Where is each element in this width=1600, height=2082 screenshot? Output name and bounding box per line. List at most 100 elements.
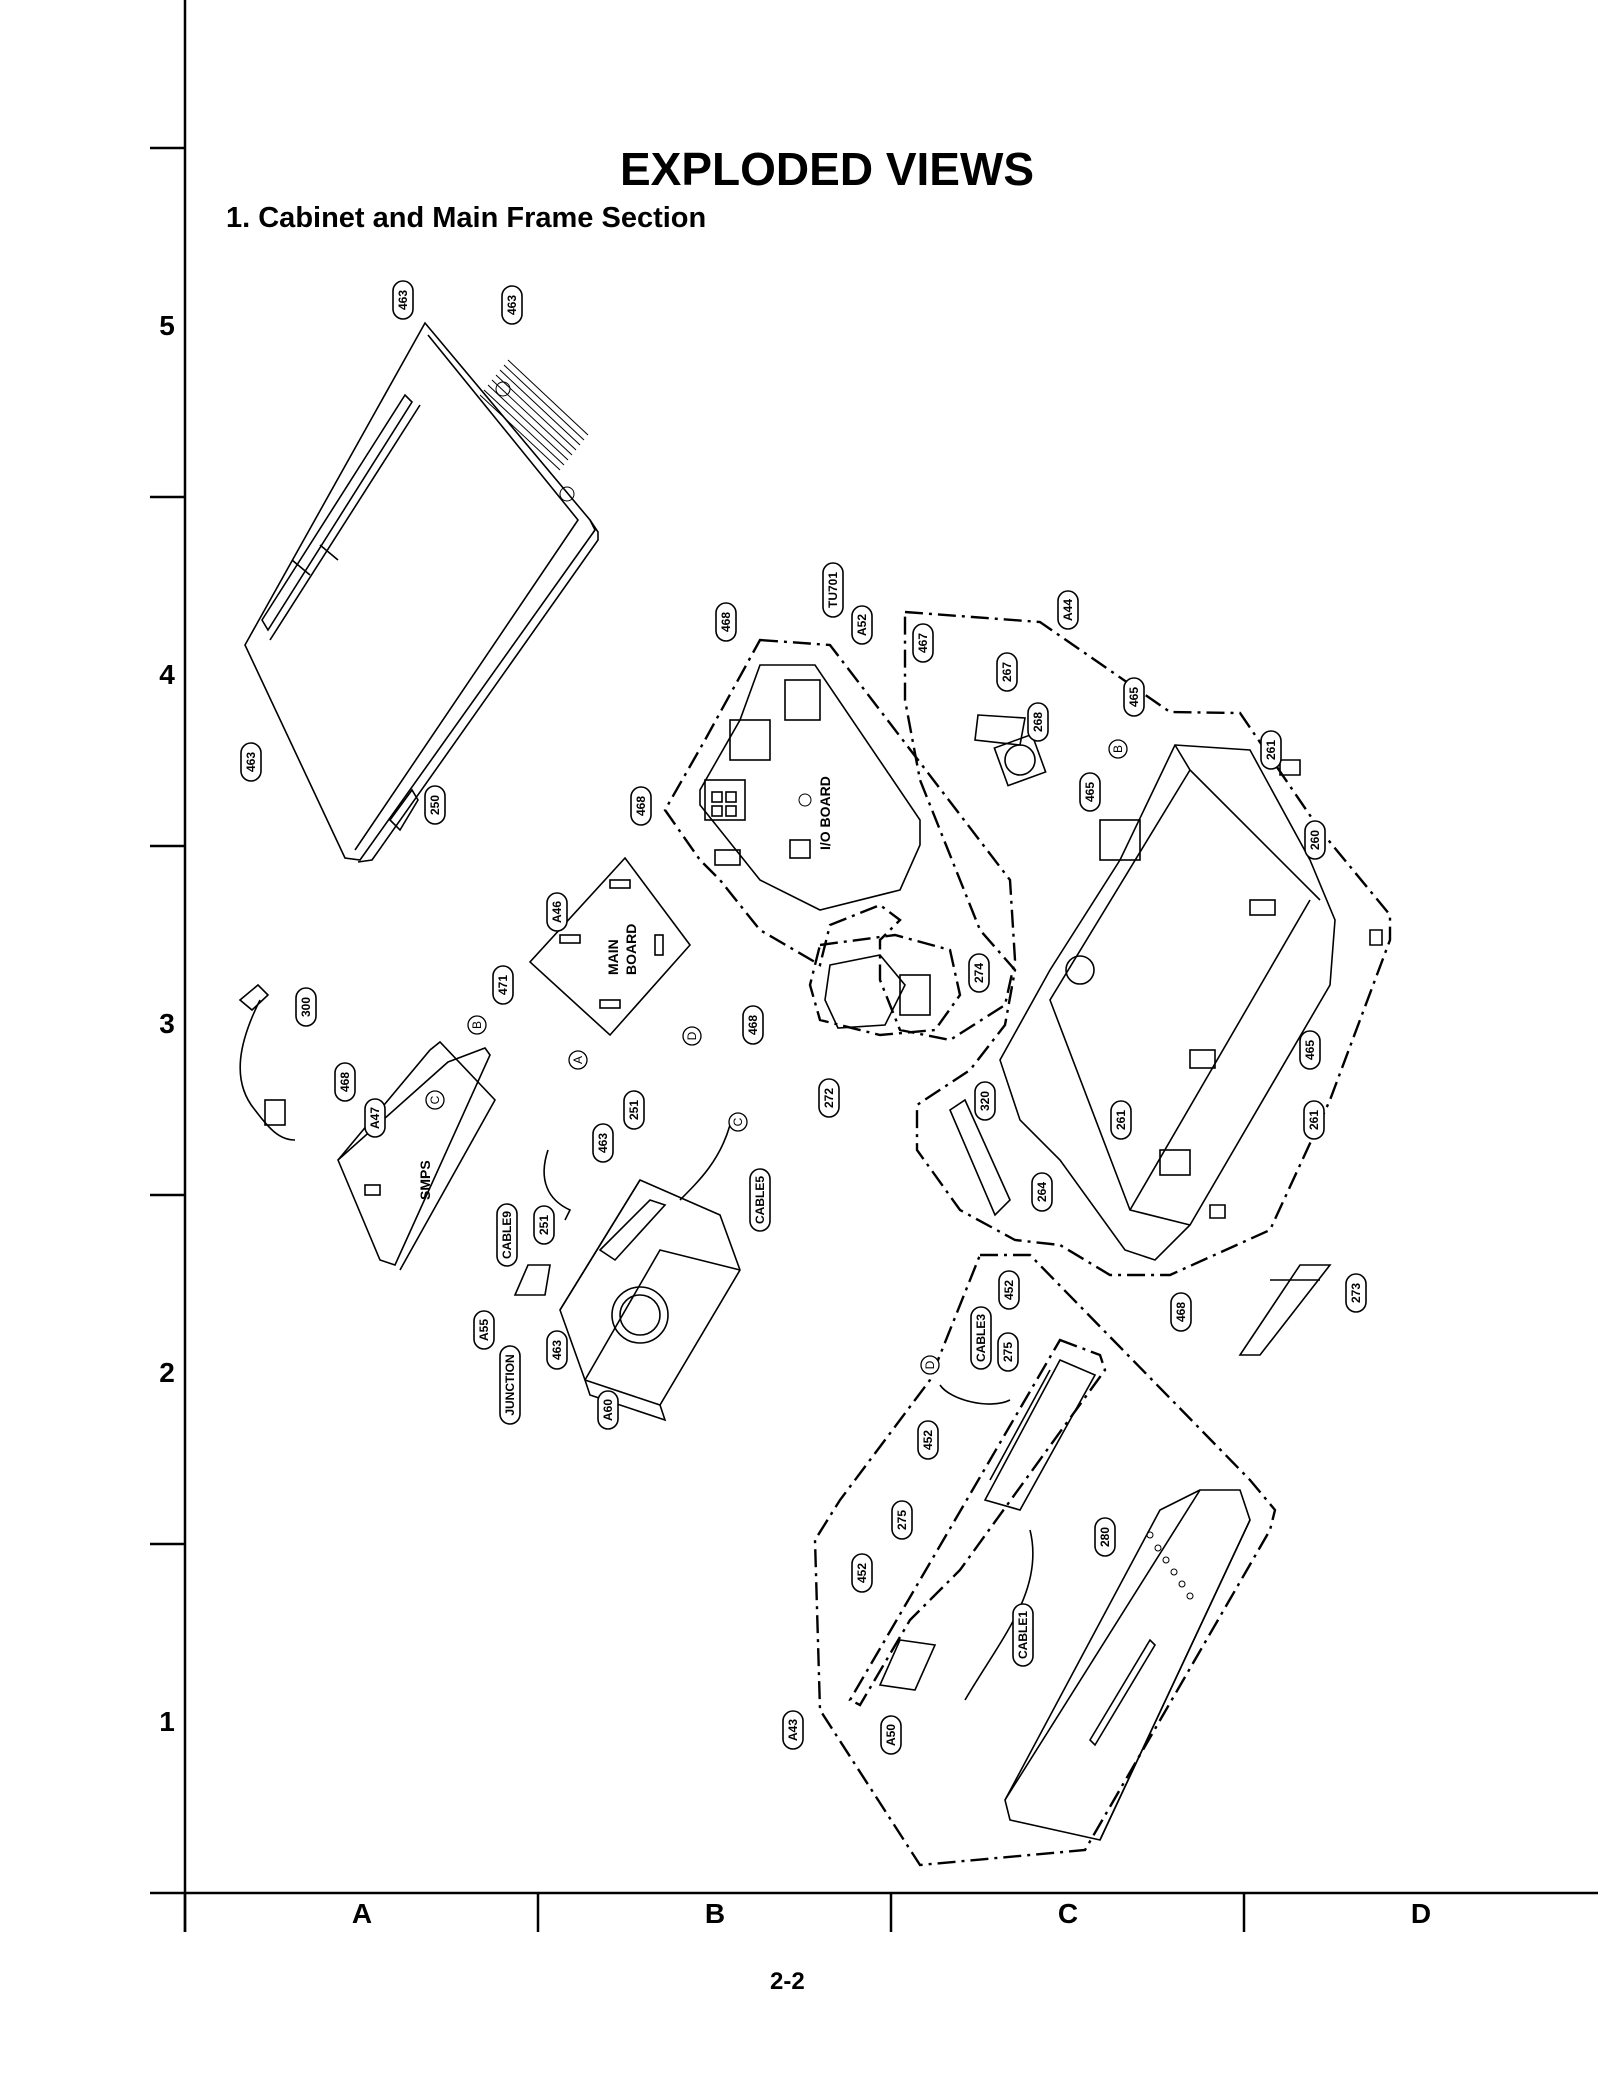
callout-label: CABLE1 (1012, 1603, 1034, 1667)
svg-text:463: 463 (396, 290, 410, 310)
callout-label: 274 (968, 953, 990, 993)
svg-text:250: 250 (428, 795, 442, 815)
svg-text:467: 467 (916, 633, 930, 653)
svg-text:468: 468 (338, 1072, 352, 1092)
svg-text:CABLE1: CABLE1 (1016, 1611, 1030, 1659)
callout-label: 261 (1260, 730, 1282, 770)
svg-text:CABLE9: CABLE9 (500, 1211, 514, 1259)
callout-label: 468 (630, 786, 652, 826)
svg-text:A43: A43 (786, 1719, 800, 1741)
callout-label: 275 (997, 1332, 1019, 1372)
svg-text:274: 274 (972, 963, 986, 983)
callout-label: A52 (851, 605, 873, 645)
display-board-group-outline (848, 1338, 1107, 1707)
front-panel-part (1004, 1489, 1251, 1841)
svg-text:275: 275 (1001, 1342, 1015, 1362)
connector-marker: B (1108, 739, 1128, 759)
callout-label: 468 (742, 1005, 764, 1045)
callout-label: A50 (880, 1715, 902, 1755)
io-board-group-outline (663, 638, 1017, 1042)
svg-text:A50: A50 (884, 1724, 898, 1746)
connector-marker: A (568, 1050, 588, 1070)
svg-text:CABLE3: CABLE3 (974, 1314, 988, 1362)
row-label-5: 5 (159, 310, 175, 341)
display-board-part (983, 1358, 1097, 1511)
callout-label: 273 (1345, 1273, 1367, 1313)
key-board-a50-part (878, 1639, 937, 1691)
callout-label: 463 (240, 742, 262, 782)
svg-text:468: 468 (719, 612, 733, 632)
callout-label: 272 (818, 1078, 840, 1118)
callout-label: 471 (492, 965, 514, 1005)
callout-label: 251 (533, 1205, 555, 1245)
callout-label: A47 (364, 1098, 386, 1138)
callout-label: CABLE5 (749, 1168, 771, 1232)
column-label-d: D (1410, 1898, 1432, 1929)
smps-label: SMPS (417, 1160, 433, 1200)
callout-label: CABLE3 (970, 1306, 992, 1370)
svg-text:CABLE5: CABLE5 (753, 1176, 767, 1224)
callout-label: TU701 (822, 562, 844, 618)
bracket-264-part (949, 1098, 1011, 1217)
callout-label: 468 (1170, 1292, 1192, 1332)
callout-label: 260 (1304, 820, 1326, 860)
svg-text:280: 280 (1098, 1527, 1112, 1547)
dvd-loader-part (559, 1178, 741, 1422)
connector-marker: C (425, 1090, 445, 1110)
svg-text:468: 468 (1174, 1302, 1188, 1322)
connector-marker: B (467, 1015, 487, 1035)
svg-text:268: 268 (1031, 712, 1045, 732)
svg-text:463: 463 (596, 1133, 610, 1153)
svg-text:320: 320 (978, 1091, 992, 1111)
callout-label: 468 (715, 602, 737, 642)
callout-label: 452 (917, 1420, 939, 1460)
main-board-label-line1: MAIN (605, 939, 621, 975)
svg-text:463: 463 (244, 752, 258, 772)
callout-label: 467 (912, 623, 934, 663)
callout-label: 465 (1299, 1030, 1321, 1070)
page-title: EXPLODED VIEWS (620, 143, 1035, 195)
svg-text:D: D (923, 1360, 937, 1369)
callout-label: 250 (424, 785, 446, 825)
callout-label: 280 (1094, 1517, 1116, 1557)
svg-text:452: 452 (1002, 1280, 1016, 1300)
svg-text:261: 261 (1307, 1110, 1321, 1130)
svg-text:TU701: TU701 (826, 572, 840, 608)
main-board-label-line2: BOARD (623, 924, 639, 975)
io-board-label: I/O BOARD (817, 776, 833, 850)
front-panel-group-outline (813, 1253, 1277, 1867)
callout-label: 261 (1110, 1100, 1132, 1140)
column-label-c: C (1057, 1898, 1079, 1929)
callout-label: 275 (891, 1500, 913, 1540)
callout-label: A43 (782, 1710, 804, 1750)
callout-label: 320 (974, 1081, 996, 1121)
svg-text:B: B (470, 1021, 484, 1029)
callout-label: A60 (597, 1390, 619, 1430)
svg-text:273: 273 (1349, 1283, 1363, 1303)
callout-label: 251 (623, 1090, 645, 1130)
svg-text:471: 471 (496, 975, 510, 995)
row-label-2: 2 (159, 1357, 175, 1388)
row-label-4: 4 (159, 659, 175, 690)
svg-text:275: 275 (895, 1510, 909, 1530)
top-cover-part (244, 321, 599, 863)
callout-label: A44 (1057, 590, 1079, 630)
svg-text:261: 261 (1114, 1110, 1128, 1130)
svg-text:463: 463 (550, 1340, 564, 1360)
callout-label: 261 (1303, 1100, 1325, 1140)
main-frame-part (999, 744, 1383, 1261)
column-label-a: A (351, 1898, 373, 1929)
svg-text:264: 264 (1035, 1182, 1049, 1202)
svg-text:465: 465 (1127, 687, 1141, 707)
connector-marker: D (920, 1355, 940, 1375)
row-label-3: 3 (159, 1008, 175, 1039)
fan-part (974, 714, 1047, 787)
svg-text:JUNCTION: JUNCTION (503, 1354, 517, 1415)
column-label-b: B (704, 1898, 726, 1929)
svg-text:D: D (685, 1031, 699, 1040)
power-cord-part (238, 983, 296, 1141)
callout-label: 463 (392, 280, 414, 320)
callout-label: 463 (546, 1330, 568, 1370)
page-number: 2-2 (770, 1968, 805, 1995)
